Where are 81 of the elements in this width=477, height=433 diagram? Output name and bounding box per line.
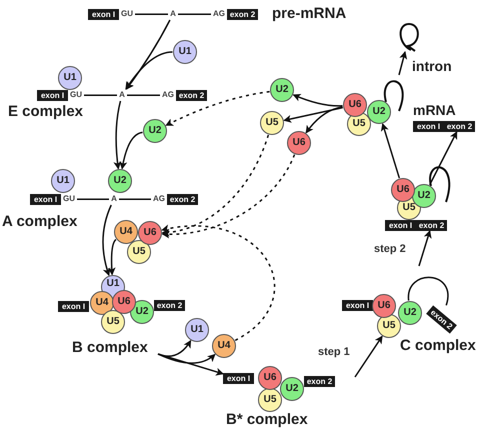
snrnp-circle: U2 — [143, 119, 167, 143]
arrow — [429, 131, 458, 186]
lariat-loop — [408, 276, 449, 306]
snrnp-circle: U2 — [398, 301, 422, 325]
splice-site-label: A — [109, 194, 119, 204]
exon-bar: exon I — [342, 300, 373, 311]
snrnp-circle: U6 — [391, 178, 415, 202]
snrnp-circle: U5 — [377, 314, 401, 338]
exon-bar: exon I — [58, 301, 89, 312]
splice-site-label: AG — [211, 9, 227, 19]
snrnp-circle: U6 — [372, 294, 396, 318]
arrow — [158, 353, 216, 364]
snrnp-circle: U2 — [108, 169, 132, 193]
snrnp-circle: U5 — [260, 111, 284, 135]
snrnp-circle: U1 — [58, 66, 82, 90]
arrow — [119, 132, 143, 170]
arrow — [126, 20, 171, 90]
exon-bar: exon 2 — [444, 121, 475, 132]
dashed-arrow — [161, 225, 276, 341]
arrow — [108, 238, 117, 276]
snrnp-circle: U6 — [138, 221, 162, 245]
exon-bar: exon 2 — [304, 376, 335, 387]
edge-label: step 1 — [318, 346, 350, 358]
complex-label: intron — [412, 58, 452, 74]
edge-label: step 2 — [374, 243, 406, 255]
splice-site-label: GU — [68, 90, 84, 100]
splice-site-label: AG — [151, 194, 167, 204]
exon-bar: exon I — [37, 90, 68, 100]
complex-label: pre-mRNA — [272, 5, 346, 22]
arrow — [292, 94, 343, 107]
splice-site-label: A — [168, 9, 178, 19]
snrnp-circle: U6 — [287, 131, 311, 155]
exon-bar: exon 2 — [176, 90, 207, 100]
snrnp-circle: U5 — [101, 310, 125, 334]
complex-label: A complex — [2, 213, 78, 230]
arrow — [306, 106, 343, 134]
complex-label: C complex — [400, 337, 476, 354]
snrnp-circle: U1 — [51, 169, 75, 193]
complex-label: B* complex — [226, 411, 308, 428]
arrow — [283, 106, 343, 123]
snrnp-circle: U6 — [258, 366, 282, 390]
splice-site-label: GU — [61, 194, 77, 204]
arrow — [380, 123, 400, 178]
splice-site-label: AG — [160, 90, 176, 100]
arrow — [125, 51, 173, 90]
exon-bar: exon 2 — [167, 194, 198, 204]
exon-bar: exon I — [30, 194, 61, 204]
snrnp-circle: U4 — [114, 220, 138, 244]
snrnp-circle: U5 — [127, 240, 151, 264]
exon-bar: exon I — [88, 8, 119, 20]
arrow — [102, 204, 112, 276]
arrow — [354, 336, 383, 378]
snrnp-circle: U4 — [212, 334, 236, 358]
exon-bar: exon I — [385, 220, 416, 231]
snrnp-circle: U4 — [90, 291, 114, 315]
snrnp-circle: U1 — [173, 40, 197, 64]
arrow — [418, 230, 432, 266]
snrnp-circle: U1 — [185, 318, 209, 342]
exon-bar: exon 2 — [416, 220, 447, 231]
complex-label: E complex — [8, 103, 84, 120]
exon-bar: exon 2 — [227, 8, 258, 20]
snrnp-circle: U6 — [343, 93, 367, 117]
dashed-arrow — [161, 154, 296, 238]
arrow — [158, 353, 224, 376]
exon-bar: exon I — [413, 121, 444, 132]
snrnp-circle: U2 — [280, 377, 304, 401]
arrow — [113, 100, 122, 170]
splice-site-label: GU — [119, 9, 135, 19]
rna-strand — [30, 193, 198, 205]
dashed-arrow — [162, 134, 270, 236]
splice-site-label: A — [117, 90, 127, 100]
snrnp-circle: U2 — [270, 78, 294, 102]
snrnp-circle: U2 — [130, 300, 154, 324]
dashed-arrow — [165, 90, 270, 126]
snrnp-circle: U5 — [258, 388, 282, 412]
complex-label: B complex — [72, 339, 148, 356]
exon-bar: exon 2 — [154, 300, 185, 311]
arrow — [398, 51, 408, 76]
complex-label: mRNA — [413, 102, 456, 118]
exon-bar: exon I — [223, 373, 254, 384]
snrnp-circle: U2 — [367, 100, 391, 124]
